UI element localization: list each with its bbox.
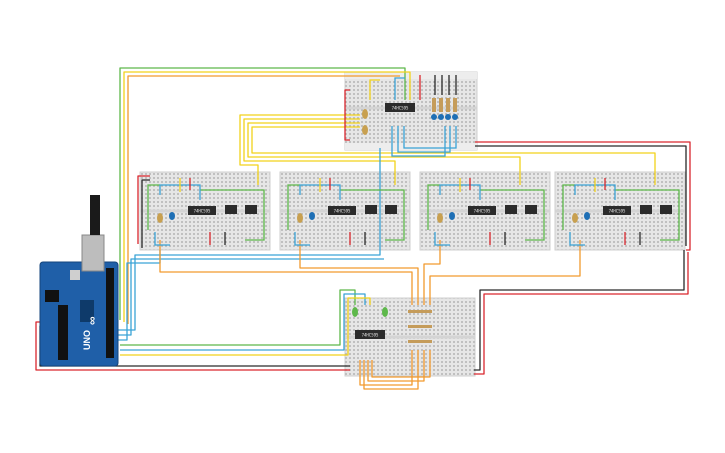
- wire-green: [119, 67, 406, 320]
- wire-red: [344, 89, 350, 141]
- wires: [35, 67, 691, 390]
- wire-blue: [115, 258, 384, 336]
- wire-black: [141, 179, 150, 248]
- wire-yellow: [120, 297, 371, 356]
- capacitor: [362, 125, 368, 135]
- arduino-uno-board[interactable]: UNO ∞: [39, 195, 119, 367]
- chip-label: 74HC595: [474, 209, 491, 214]
- capacitor: [309, 212, 315, 220]
- capacitor: [297, 213, 303, 223]
- middle-board-1-parts: 74HC595: [147, 178, 265, 246]
- wire-red: [474, 252, 689, 375]
- capacitor: [352, 307, 358, 317]
- small-ic: [245, 205, 257, 214]
- usb-cable: [90, 195, 100, 235]
- shift-register-chip: [468, 206, 496, 215]
- capacitor: [572, 213, 578, 223]
- power-jack: [45, 290, 59, 302]
- wire-orange: [363, 350, 419, 390]
- usb-cable-head: [90, 200, 100, 210]
- wire-yellow: [251, 126, 656, 185]
- wire-black: [475, 145, 687, 246]
- capacitor: [362, 109, 368, 119]
- wire-orange: [159, 240, 413, 305]
- wire-red: [475, 141, 691, 251]
- capacitor: [437, 213, 443, 223]
- chip-label: 74HC595: [362, 333, 379, 338]
- small-ic: [525, 205, 537, 214]
- wire-blue: [115, 148, 381, 331]
- capacitor: [584, 212, 590, 220]
- wire-orange: [367, 350, 425, 382]
- small-ic: [505, 205, 517, 214]
- middle-board-3-parts: 74HC595: [427, 178, 545, 246]
- chip-label: 74HC595: [609, 209, 626, 214]
- capacitor: [449, 212, 455, 220]
- shift-register-chip: [328, 206, 356, 215]
- chip-label: 74HC595: [194, 209, 211, 214]
- wire-yellow: [239, 114, 360, 185]
- chip-label: 74HC595: [334, 209, 351, 214]
- wire-blue: [115, 250, 161, 341]
- shift-register-chip: [385, 103, 415, 112]
- wire-yellow: [247, 122, 521, 185]
- wire-orange: [127, 75, 400, 324]
- uno-label: UNO: [82, 330, 92, 350]
- wire-orange: [423, 240, 441, 305]
- wire-black: [474, 250, 685, 371]
- microcontroller: [80, 300, 94, 322]
- wire-orange: [429, 240, 581, 305]
- wire-red: [35, 321, 350, 371]
- shift-register-chip: [603, 206, 631, 215]
- middle-board-4-parts: 74HC595: [562, 178, 680, 246]
- middle-board-components: 74HC595 74HC595 74HC595 74HC595: [147, 178, 680, 246]
- wire-yellow: [123, 71, 411, 322]
- arduino-logo: ∞: [85, 316, 99, 325]
- small-ic: [365, 205, 377, 214]
- small-ic: [660, 205, 672, 214]
- wire-green: [120, 289, 356, 346]
- top-board-components: 74HC595: [362, 75, 458, 157]
- shift-register-chip: [188, 206, 216, 215]
- wire-orange: [299, 240, 419, 305]
- small-ic: [225, 205, 237, 214]
- wire-orange: [359, 350, 413, 386]
- capacitor: [382, 307, 388, 317]
- resistor-group: [408, 310, 432, 343]
- bottom-board-components: 74HC595: [352, 307, 432, 343]
- chip-label: 74HC595: [392, 106, 409, 111]
- pin-header-left: [58, 305, 68, 360]
- shift-register-chip: [355, 330, 385, 339]
- pin-header-right: [106, 268, 114, 358]
- wire-red: [137, 175, 150, 244]
- reset-button: [70, 270, 80, 280]
- middle-board-2-parts: 74HC595: [287, 178, 405, 246]
- wire-yellow: [243, 118, 396, 185]
- led-group: [431, 98, 458, 120]
- wire-orange: [371, 350, 431, 378]
- usb-port: [81, 234, 105, 272]
- capacitor: [157, 213, 163, 223]
- small-ic: [385, 205, 397, 214]
- small-ic: [640, 205, 652, 214]
- wire-blue: [120, 293, 366, 351]
- capacitor: [169, 212, 175, 220]
